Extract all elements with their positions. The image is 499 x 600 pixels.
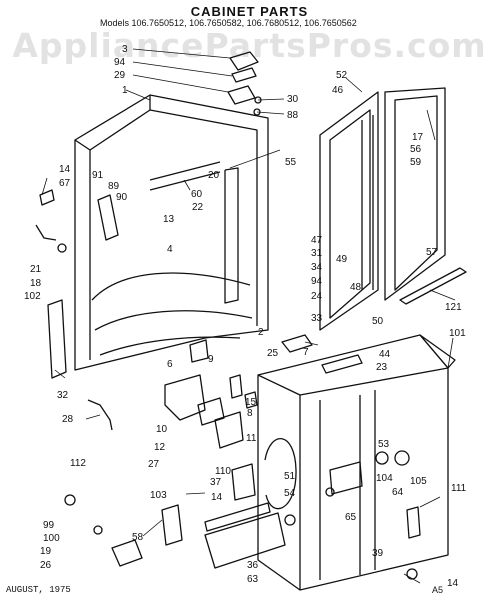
callout-102: 102 (24, 291, 41, 302)
callout-19: 58 (132, 532, 144, 543)
callout-55: 55 (285, 157, 297, 168)
callout-32: 15 (245, 397, 257, 408)
callout-7: 9 (208, 354, 214, 365)
callout-22: 22 (192, 202, 204, 213)
callout-28: 27 (148, 459, 160, 470)
callout-64: 105 (410, 476, 427, 487)
callout-54: 104 (376, 473, 393, 484)
callout-88: 88 (287, 110, 299, 121)
callout-65: 111 (451, 483, 467, 494)
callout-67: 67 (59, 178, 71, 189)
callout-60: 60 (191, 189, 203, 200)
callout-101: 32 (57, 390, 69, 401)
callout-10: 12 (154, 442, 166, 453)
callout-12: 11 (246, 433, 257, 444)
callout-31: 31 (311, 248, 323, 259)
callout-1: 1 (122, 85, 128, 96)
callout-110: 37 (210, 477, 222, 488)
callout-51: 54 (284, 488, 296, 499)
callout-90: 90 (116, 192, 128, 203)
left-side-parts (35, 189, 119, 431)
callout-14-mid: 7 (303, 347, 309, 358)
callout-20: 20 (208, 170, 220, 181)
callout-6: 44 (379, 349, 391, 360)
callout-8: 10 (156, 424, 168, 435)
callout-17: 17 (412, 132, 424, 143)
leader-lines (41, 48, 456, 584)
callout-29: 29 (114, 70, 126, 81)
cabinet-door-outer (257, 334, 456, 591)
callout-30: 30 (287, 94, 299, 105)
watermark-text: AppliancePartsPros.com (12, 26, 487, 65)
footer-code: A5 (432, 585, 444, 595)
callout-34: 34 (311, 262, 323, 273)
footer-date: AUGUST, 1975 (6, 585, 71, 595)
cabinet-liner (74, 94, 269, 371)
callout-58: 36 (247, 560, 259, 571)
callout-21: 21 (30, 264, 42, 275)
callout-24: 24 (311, 291, 323, 302)
callout-112: 99 (43, 520, 55, 531)
callout-63: 39 (372, 548, 384, 559)
callout-104: 64 (392, 487, 404, 498)
callout-44: 23 (376, 362, 388, 373)
callout-14-top: 14 (59, 164, 71, 175)
callout-26: 14 (447, 578, 459, 589)
callout-18: 18 (30, 278, 42, 289)
callout-13: 13 (163, 214, 175, 225)
callout-121: 121 (445, 302, 462, 313)
callout-89: 89 (108, 181, 120, 192)
callout-11-left: 28 (62, 414, 74, 425)
callout-57: 57 (426, 247, 438, 258)
callout-15: 8 (247, 408, 253, 419)
callout-4: 4 (167, 244, 173, 255)
gasket-frames (319, 87, 467, 331)
models-line: Models 106.7650512, 106.7650582, 106.768… (100, 18, 357, 28)
callout-33: 33 (311, 313, 323, 324)
callout-99: 100 (43, 533, 60, 544)
callout-3: 3 (122, 44, 128, 55)
callout-37: 14 (211, 492, 223, 503)
callout-111: 112 (70, 458, 86, 469)
callout-56: 56 (410, 144, 422, 155)
callout-52: 52 (336, 70, 348, 81)
callout-59: 59 (410, 157, 422, 168)
callout-48: 48 (350, 282, 362, 293)
callout-46: 46 (332, 85, 344, 96)
callout-14-low: 103 (150, 490, 167, 501)
page-title: CABINET PARTS (190, 4, 309, 19)
middle-hardware (164, 334, 363, 449)
callout-9: 6 (167, 359, 173, 370)
callout-labels: 3 94 29 1 30 88 52 46 17 56 59 14 67 91 … (24, 44, 467, 589)
callout-53: 51 (284, 471, 296, 482)
callout-94: 94 (114, 57, 126, 68)
callout-94-mid: 94 (311, 276, 323, 287)
callout-36: 63 (247, 574, 259, 585)
callout-27: 110 (215, 466, 231, 477)
top-hinge-assembly (227, 51, 262, 116)
callout-103: 53 (378, 439, 390, 450)
callout-23: 101 (449, 328, 466, 339)
callout-25: 25 (267, 348, 279, 359)
bottom-parts (64, 450, 421, 580)
callout-39: 26 (40, 560, 52, 571)
callout-2: 2 (258, 327, 264, 338)
callout-100: 19 (40, 546, 52, 557)
callout-49: 49 (336, 254, 348, 265)
callout-47: 47 (311, 235, 323, 246)
callout-91: 91 (92, 170, 104, 181)
callout-105: 65 (345, 512, 357, 523)
callout-50: 50 (372, 316, 384, 327)
